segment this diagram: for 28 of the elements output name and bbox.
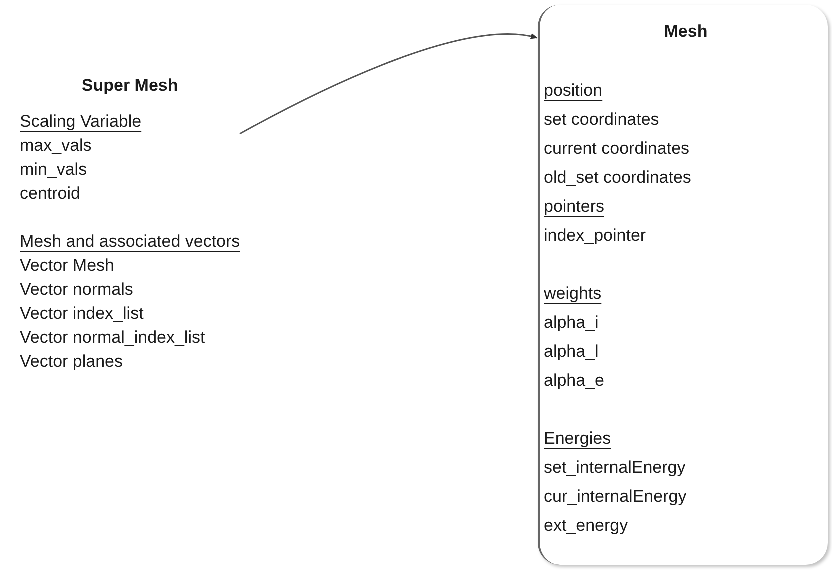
section-heading: Scaling Variable [20, 111, 142, 133]
section-heading: weights [544, 283, 602, 305]
attribute-text: set coordinates [544, 109, 660, 131]
attribute-text: Vector normal_index_list [20, 327, 206, 349]
arrow [240, 34, 538, 135]
attribute-text: max_vals [20, 135, 92, 157]
attribute-text: old_set coordinates [544, 167, 692, 189]
attribute-text: Vector index_list [20, 303, 144, 325]
section-heading: position [544, 80, 603, 102]
section-heading: pointers [544, 196, 604, 218]
attribute-text: cur_internalEnergy [544, 486, 687, 508]
class-box [538, 5, 828, 565]
attribute-text: min_vals [20, 159, 88, 181]
attribute-text: centroid [20, 183, 80, 205]
section-heading: Energies [544, 428, 612, 450]
attribute-text: Vector planes [20, 351, 124, 373]
attribute-text: index_pointer [544, 225, 646, 247]
attribute-text: current coordinates [544, 138, 690, 160]
attribute-text: Vector normals [20, 279, 134, 301]
class-title: Mesh [664, 21, 708, 43]
attribute-text: alpha_e [544, 370, 605, 392]
class-title: Super Mesh [82, 75, 178, 97]
attribute-text: alpha_i [544, 312, 599, 334]
attribute-text: alpha_l [544, 341, 599, 363]
attribute-text: set_internalEnergy [544, 457, 686, 479]
section-heading: Mesh and associated vectors [20, 231, 240, 253]
attribute-text: ext_energy [544, 515, 628, 537]
attribute-text: Vector Mesh [20, 255, 114, 277]
